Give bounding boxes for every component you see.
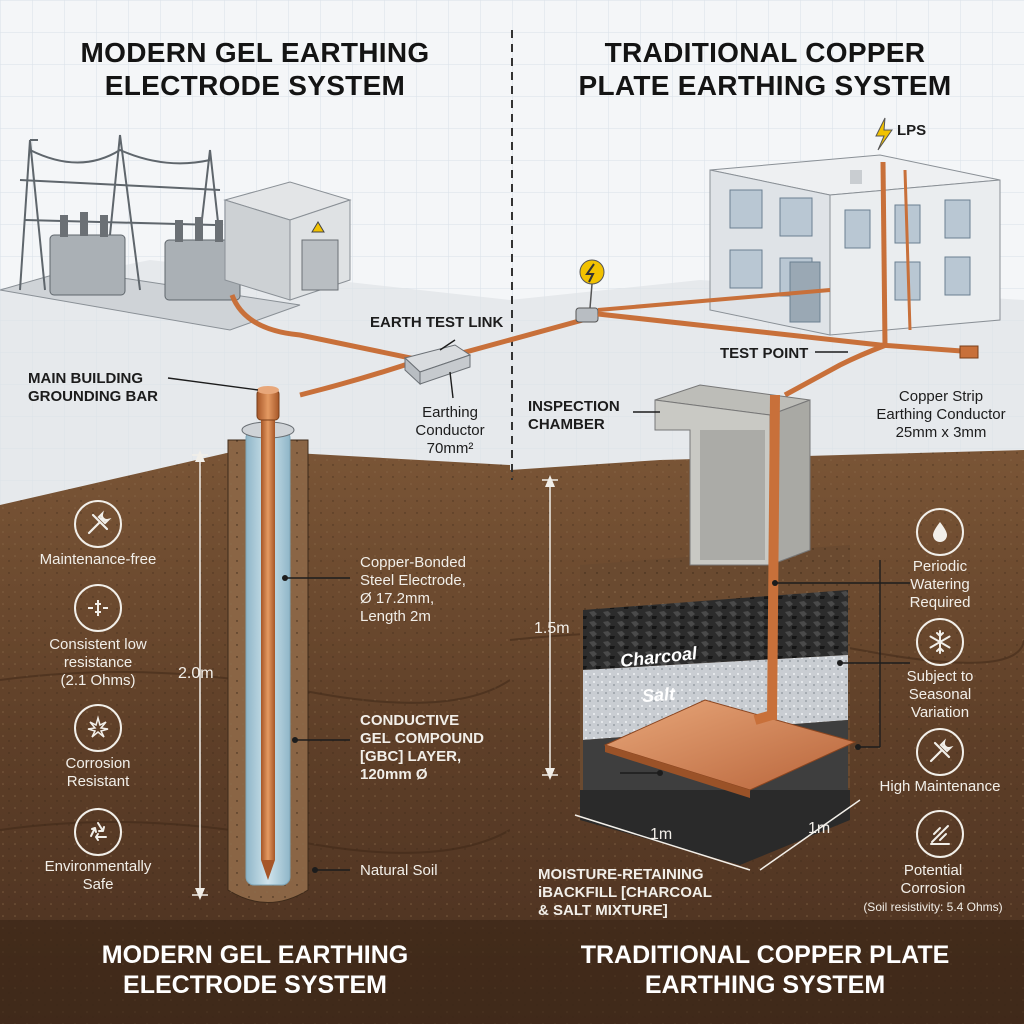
backfill-line1: MOISTURE-RETAINING — [538, 866, 704, 883]
gel-electrode-pit — [227, 386, 309, 903]
feature-high-maintenance: High Maintenance — [866, 778, 1014, 796]
conductor-line3: 70mm² — [426, 440, 474, 457]
feature-line: Corrosion — [65, 755, 131, 772]
feature-line: Maintenance-free — [39, 551, 157, 568]
water-drop-icon — [916, 508, 964, 556]
resistance-icon — [74, 584, 122, 632]
electrode-line2: Steel Electrode, — [360, 572, 466, 589]
lps-label: LPS — [897, 122, 927, 139]
copper-plate-pit — [580, 384, 857, 865]
building-illustration — [709, 154, 1001, 336]
conductor-line1: Earthing — [422, 404, 478, 421]
shield-icon — [74, 704, 122, 752]
feature-line: resistance — [63, 654, 133, 671]
gel-line3: [GBC] LAYER, — [360, 748, 462, 765]
substation-illustration — [0, 134, 352, 331]
left-footer-line1: MODERN GEL EARTHING — [101, 941, 409, 969]
electrode-line4: Length 2m — [360, 608, 431, 625]
strip-line2: Earthing Conductor — [876, 406, 1006, 423]
backfill-line2: iBACKFILL [CHARCOAL — [538, 884, 712, 901]
natural-soil-label: Natural Soil — [360, 862, 438, 879]
electrode-label: Copper-Bonded Steel Electrode, Ø 17.2mm,… — [360, 554, 466, 626]
inspection-line2: CHAMBER — [528, 416, 605, 433]
gel-line4: 120mm Ø — [360, 766, 428, 783]
left-title-line1: MODERN GEL EARTHING — [80, 37, 430, 68]
inspection-line1: INSPECTION — [528, 398, 620, 415]
left-title: MODERN GEL EARTHING ELECTRODE SYSTEM — [30, 36, 480, 102]
test-point-label: TEST POINT — [720, 345, 809, 362]
left-title-line2: ELECTRODE SYSTEM — [104, 70, 406, 101]
strip-line1: Copper Strip — [898, 388, 984, 405]
grounding-bar-line2: GROUNDING BAR — [28, 388, 158, 405]
feature-line: Consistent low — [49, 636, 147, 653]
left-footer: MODERN GEL EARTHING ELECTRODE SYSTEM — [20, 940, 490, 1000]
feature-line: Resistant — [66, 773, 130, 790]
backfill-line3: & SALT MIXTURE] — [538, 902, 668, 919]
corrosion-icon — [916, 810, 964, 858]
gel-line2: GEL COMPOUND — [360, 730, 484, 747]
feature-maintenance-free: Maintenance-free — [18, 551, 178, 569]
feature-line: Watering — [910, 576, 970, 593]
gel-line1: CONDUCTIVE — [360, 712, 460, 729]
feature-seasonal-variation: Subject to Seasonal Variation — [890, 668, 990, 722]
grounding-bar-line1: MAIN BUILDING — [28, 370, 143, 387]
width-label-a: 1m — [650, 826, 673, 843]
earthing-conductor-label: Earthing Conductor 70mm² — [400, 404, 500, 458]
conductor-line2: Conductor — [415, 422, 485, 439]
grounding-bar-label: MAIN BUILDING GROUNDING BAR — [28, 370, 158, 406]
electrode-line1: Copper-Bonded — [360, 554, 466, 571]
feature-line: Variation — [910, 704, 970, 721]
tools-icon — [74, 500, 122, 548]
inspection-chamber-label: INSPECTION CHAMBER — [528, 398, 620, 434]
backfill-label: MOISTURE-RETAINING iBACKFILL [CHARCOAL &… — [538, 866, 712, 920]
width-label-b: 1m — [808, 820, 831, 837]
left-depth-label: 2.0m — [178, 665, 214, 682]
right-footer-line1: TRADITIONAL COPPER PLATE — [580, 941, 950, 969]
feature-low-resistance: Consistent low resistance (2.1 Ohms) — [18, 636, 178, 690]
feature-line: Corrosion — [900, 880, 966, 897]
snowflake-icon — [916, 618, 964, 666]
right-title-line1: TRADITIONAL COPPER — [604, 37, 926, 68]
feature-corrosion-resistant: Corrosion Resistant — [18, 755, 178, 791]
right-title-line2: PLATE EARTHING SYSTEM — [578, 70, 952, 101]
feature-line: Seasonal — [908, 686, 972, 703]
electrode-line3: Ø 17.2mm, — [360, 590, 435, 607]
right-title: TRADITIONAL COPPER PLATE EARTHING SYSTEM — [540, 36, 990, 102]
feature-line: Required — [909, 594, 971, 611]
feature-line: Potential — [903, 862, 963, 879]
right-footer: TRADITIONAL COPPER PLATE EARTHING SYSTEM — [530, 940, 1000, 1000]
feature-potential-corrosion: Potential Corrosion (Soil resistivity: 5… — [846, 862, 1020, 916]
strip-line3: 25mm x 3mm — [895, 424, 987, 441]
earth-test-link-label: EARTH TEST LINK — [370, 314, 504, 331]
feature-environmentally-safe: Environmentally Safe — [18, 858, 178, 894]
salt-label: Salt — [641, 683, 676, 707]
left-footer-line2: ELECTRODE SYSTEM — [123, 971, 387, 999]
copper-strip-label: Copper Strip Earthing Conductor 25mm x 3… — [866, 388, 1016, 442]
recycle-icon — [74, 808, 122, 856]
right-depth-label: 1.5m — [534, 620, 570, 637]
feature-line: Safe — [82, 876, 114, 893]
right-footer-line2: EARTHING SYSTEM — [644, 971, 886, 999]
feature-line: High Maintenance — [879, 778, 1001, 795]
gel-compound-label: CONDUCTIVE GEL COMPOUND [GBC] LAYER, 120… — [360, 712, 484, 784]
tools-icon — [916, 728, 964, 776]
feature-line: Periodic — [912, 558, 968, 575]
feature-line: (2.1 Ohms) — [60, 672, 136, 689]
feature-line: Subject to — [906, 668, 974, 685]
feature-line: (Soil resistivity: 5.4 Ohms) — [863, 900, 1003, 914]
feature-periodic-watering: Periodic Watering Required — [890, 558, 990, 612]
feature-line: Environmentally — [44, 858, 152, 875]
